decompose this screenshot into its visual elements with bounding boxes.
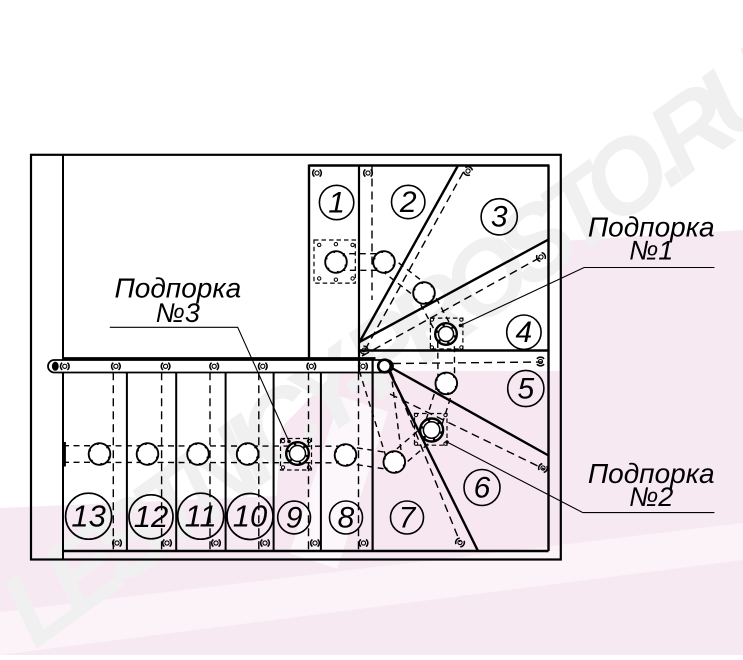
svg-text:7: 7: [399, 501, 417, 534]
svg-text:Подпорка: Подпорка: [588, 458, 715, 489]
svg-text:5: 5: [517, 372, 534, 405]
svg-text:2: 2: [399, 186, 417, 219]
svg-text:8: 8: [338, 501, 355, 534]
svg-text:№1: №1: [629, 235, 673, 265]
svg-text:1: 1: [328, 186, 345, 219]
svg-text:Подпорка: Подпорка: [588, 212, 715, 243]
svg-text:4: 4: [516, 316, 533, 349]
svg-text:13: 13: [71, 498, 105, 533]
svg-text:№3: №3: [156, 298, 200, 328]
svg-text:10: 10: [233, 499, 267, 534]
svg-text:3: 3: [491, 201, 508, 234]
svg-text:Подпорка: Подпорка: [114, 273, 241, 304]
svg-text:№2: №2: [629, 482, 673, 512]
svg-text:12: 12: [134, 499, 168, 534]
svg-text:9: 9: [286, 501, 303, 534]
svg-text:6: 6: [474, 471, 491, 504]
svg-text:11: 11: [185, 498, 217, 533]
